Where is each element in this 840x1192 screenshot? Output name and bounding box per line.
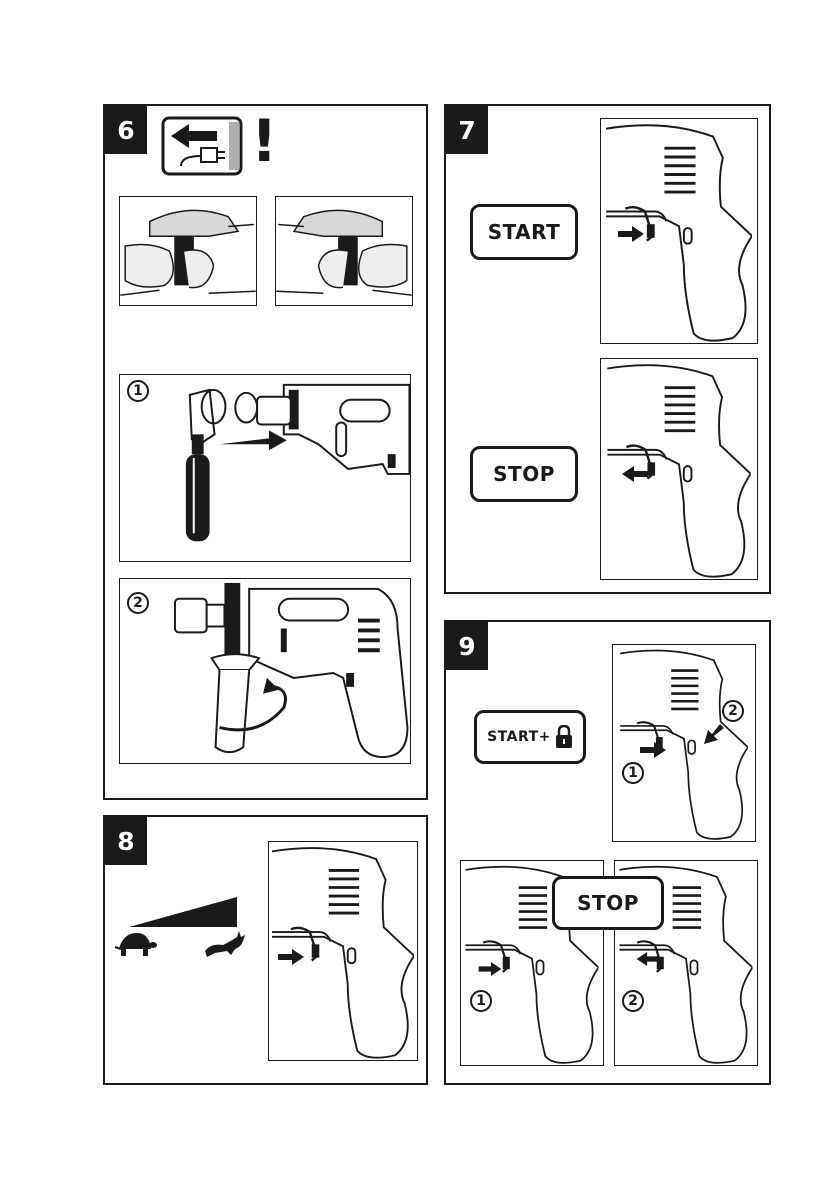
lock-step-marker-1: 1 [622, 762, 644, 784]
lock-step-marker-2: 2 [722, 700, 744, 722]
step-number-8: 8 [105, 817, 147, 865]
step-marker-1: 1 [127, 380, 149, 402]
start-button-label: START [470, 204, 578, 260]
stop-button-label: STOP [552, 876, 664, 930]
step-number-6: 6 [105, 106, 147, 154]
stop-button-label: STOP [470, 446, 578, 502]
release-arrow-icon [636, 952, 660, 966]
start-lock-label: START+ [474, 710, 586, 764]
press-arrow-icon [278, 949, 304, 965]
step-marker-2: 2 [127, 592, 149, 614]
press-arrow-icon [640, 742, 666, 758]
trigger-lock-view [612, 644, 756, 842]
handle-attach-step [119, 374, 411, 562]
unlock-step-marker-2: 2 [622, 990, 644, 1012]
release-arrow-icon [622, 466, 648, 482]
padlock-icon [555, 725, 573, 749]
step-number-9: 9 [446, 622, 488, 670]
turtle-icon [111, 929, 157, 961]
press-arrow-icon [618, 226, 644, 242]
hare-icon [201, 929, 247, 961]
lock-button-arrow-icon [702, 724, 724, 746]
panel-6: 6 ! [103, 104, 428, 800]
panel-9: 9 START+ 1 2 1 2 STOP [444, 620, 771, 1085]
warning-mark: ! [251, 108, 277, 174]
grip-photo-right [275, 196, 413, 306]
grip-photo-left [119, 196, 257, 306]
panel-8: 8 [103, 815, 428, 1085]
speed-ramp-icon [129, 897, 237, 927]
handle-rotate-step [119, 578, 411, 764]
press-arrow-icon [478, 962, 502, 976]
panel-7: 7 START STOP [444, 104, 771, 594]
start-lock-text: START+ [487, 729, 551, 745]
unlock-step-marker-1: 1 [470, 990, 492, 1012]
step-number-7: 7 [446, 106, 488, 154]
